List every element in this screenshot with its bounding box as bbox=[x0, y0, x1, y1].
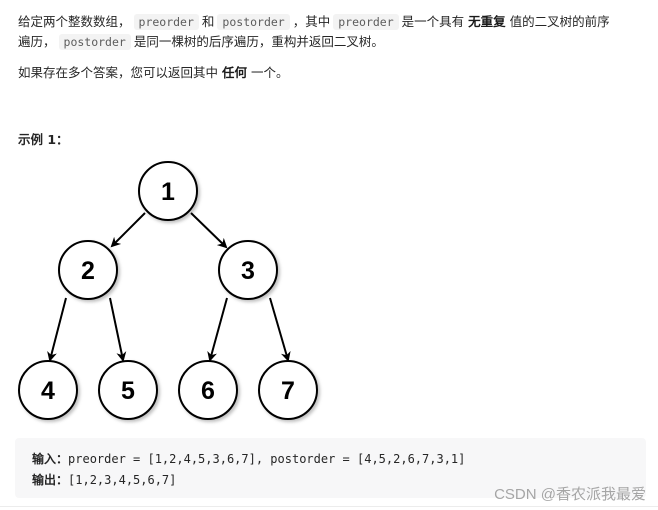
input-value: preorder = [1,2,4,5,3,6,7], postorder = … bbox=[68, 452, 466, 466]
example-io-block: 输入：preorder = [1,2,4,5,3,6,7], postorder… bbox=[15, 438, 646, 498]
divider bbox=[0, 506, 658, 507]
svg-text:5: 5 bbox=[121, 377, 135, 405]
text: 和 bbox=[201, 14, 215, 29]
tree-node-2: 2 bbox=[58, 240, 118, 300]
tree-node-5: 5 bbox=[98, 360, 158, 420]
code-preorder: preorder bbox=[133, 14, 199, 30]
problem-note: 如果存在多个答案，您可以返回其中 任何 一个。 bbox=[18, 63, 289, 83]
svg-text:6: 6 bbox=[201, 377, 215, 405]
tree-node-1: 1 bbox=[138, 161, 198, 221]
text: 是一个具有 bbox=[401, 14, 465, 29]
tree-node-3: 3 bbox=[218, 240, 278, 300]
tree-edges bbox=[47, 212, 291, 362]
csdn-watermark: CSDN @香农派我最爱 bbox=[494, 486, 646, 503]
text: 遍历， bbox=[18, 34, 56, 49]
tree-node-4: 4 bbox=[18, 360, 78, 420]
text: 值的二叉树的前序 bbox=[509, 14, 610, 29]
text: 是同一棵树的后序遍历，重构并返回二叉树。 bbox=[133, 34, 384, 49]
output-value: [1,2,3,4,5,6,7] bbox=[68, 473, 177, 487]
code-postorder: postorder bbox=[217, 14, 290, 30]
input-label: 输入： bbox=[32, 452, 69, 466]
text: 给定两个整数数组， bbox=[18, 14, 131, 29]
svg-text:1: 1 bbox=[161, 178, 175, 206]
text: 如果存在多个答案，您可以返回其中 bbox=[18, 65, 219, 80]
svg-text:3: 3 bbox=[241, 257, 255, 285]
example-input: 输入：preorder = [1,2,4,5,3,6,7], postorder… bbox=[32, 450, 465, 467]
svg-text:2: 2 bbox=[81, 257, 95, 285]
output-label: 输出： bbox=[32, 473, 69, 487]
example-output: 输出：[1,2,3,4,5,6,7] bbox=[32, 471, 176, 488]
bold-no-duplicates: 无重复 bbox=[468, 14, 506, 29]
svg-text:4: 4 bbox=[41, 377, 55, 405]
text: ，其中 bbox=[292, 14, 331, 29]
example-title: 示例 1： bbox=[18, 132, 69, 147]
text: 一个。 bbox=[251, 65, 289, 80]
tree-node-6: 6 bbox=[178, 360, 238, 420]
code-preorder: preorder bbox=[333, 14, 399, 30]
binary-tree-diagram: 1 2 3 4 5 6 7 bbox=[18, 161, 318, 420]
svg-text:7: 7 bbox=[281, 377, 295, 405]
tree-node-7: 7 bbox=[258, 360, 318, 420]
bold-any: 任何 bbox=[222, 65, 248, 80]
code-postorder: postorder bbox=[58, 34, 131, 50]
